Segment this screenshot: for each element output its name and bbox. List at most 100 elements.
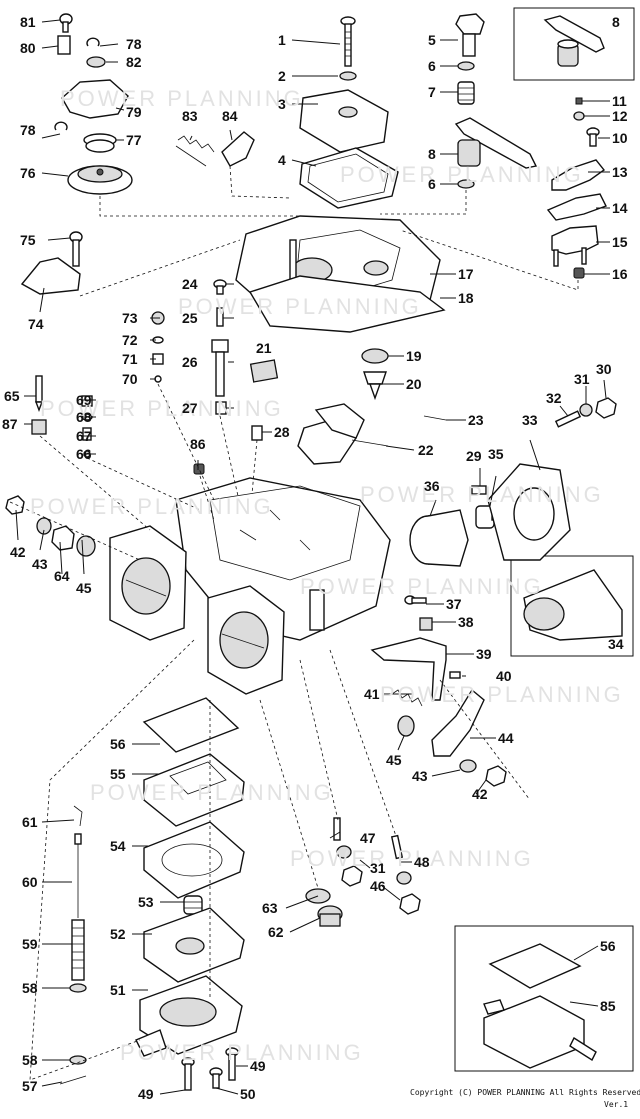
gasket-56 [142,697,240,753]
needle-20 [363,371,387,401]
label-78-lower: 78 [20,122,36,138]
screw-37 [404,595,427,605]
label-38: 38 [458,614,474,630]
spring-7 [457,81,475,105]
screw-49-left [181,1057,195,1091]
label-87: 87 [2,416,18,432]
watermark-11: POWER PLANNING [340,162,584,187]
label-56: 56 [110,736,126,752]
label-29: 29 [466,448,482,464]
label-62: 62 [268,924,284,940]
nut-42-left [5,495,25,515]
label-17: 17 [458,266,474,282]
label-74: 74 [28,316,44,332]
watermark-1: POWER PLANNING [60,86,304,111]
label-6-lower: 6 [428,176,436,192]
screw-1 [340,16,356,67]
pad-21 [249,359,279,383]
nut-46-left [341,865,363,887]
spring-77 [83,133,117,153]
spring-38 [419,617,433,631]
label-86: 86 [190,436,206,452]
plate-14 [546,193,607,221]
nut-11 [575,97,583,105]
label-10: 10 [612,130,628,146]
bracket-15 [551,225,599,267]
screw-24 [213,279,227,295]
fitting-80 [57,35,71,55]
watermark-5: POWER PLANNING [30,494,274,519]
watermark-10: POWER PLANNING [120,1040,364,1065]
label-11: 11 [612,93,627,109]
label-46: 46 [370,878,386,894]
label-78-upper: 78 [126,36,142,52]
watermark-4: POWER PLANNING [360,482,604,507]
pin-25 [216,307,224,327]
washer-82 [86,56,106,68]
screw-49-right [225,1047,239,1081]
label-58-upper: 58 [22,980,38,996]
label-54: 54 [110,838,126,854]
label-27: 27 [182,400,198,416]
label-43-right: 43 [412,768,428,784]
carburetor-body [109,477,391,695]
washer-6 [457,61,475,71]
screw-32 [554,410,582,428]
label-49-right: 49 [250,1058,266,1074]
label-56-inset: 56 [600,938,616,954]
washer-31-upper [579,403,593,417]
label-30: 30 [596,361,612,377]
bracket-74 [20,257,81,295]
spring-59 [71,919,85,981]
label-8: 8 [428,146,436,162]
inset-box-part-8 [513,7,635,81]
funnel-33 [487,463,571,561]
label-79: 79 [126,104,142,120]
washer-31-right [396,871,412,885]
label-48: 48 [414,854,430,870]
label-1: 1 [278,32,286,48]
label-58-lower: 58 [22,1052,38,1068]
spring-87 [31,419,47,435]
label-16: 16 [612,266,628,282]
label-42-right: 42 [472,786,488,802]
screw-10 [586,127,600,147]
screw-47 [333,817,341,841]
label-5: 5 [428,32,436,48]
label-31: 31 [574,371,590,387]
diaphragm-54 [143,821,245,899]
label-82: 82 [126,54,142,70]
watermark-2: POWER PLANNING [178,294,422,319]
housing-76 [67,165,133,195]
label-76: 76 [20,165,36,181]
cover-3 [299,89,389,153]
plug-86 [193,463,205,475]
screw-81 [59,13,73,33]
label-63: 63 [262,900,278,916]
label-22: 22 [418,442,434,458]
lever-79 [61,79,129,119]
watermark-8: POWER PLANNING [90,780,334,805]
gasket-4 [299,147,399,209]
screw-40 [449,671,461,679]
label-50: 50 [240,1086,256,1102]
label-80: 80 [20,40,36,56]
washer-43-left [36,517,52,535]
label-72: 72 [122,332,138,348]
pin-61 [73,805,83,827]
label-40: 40 [496,668,512,684]
spring-83 [175,135,215,167]
washer-2 [339,71,357,81]
lever-84 [221,131,255,167]
label-47: 47 [360,830,376,846]
label-55: 55 [110,766,126,782]
watermark-9: POWER PLANNING [290,846,534,871]
label-69: 69 [76,392,92,408]
label-51: 51 [110,982,126,998]
washer-31-left [336,845,352,859]
rod-60 [74,833,82,918]
spring-53 [183,895,203,915]
plug-62 [317,905,343,927]
label-13: 13 [612,164,628,180]
nut-16 [573,267,585,279]
